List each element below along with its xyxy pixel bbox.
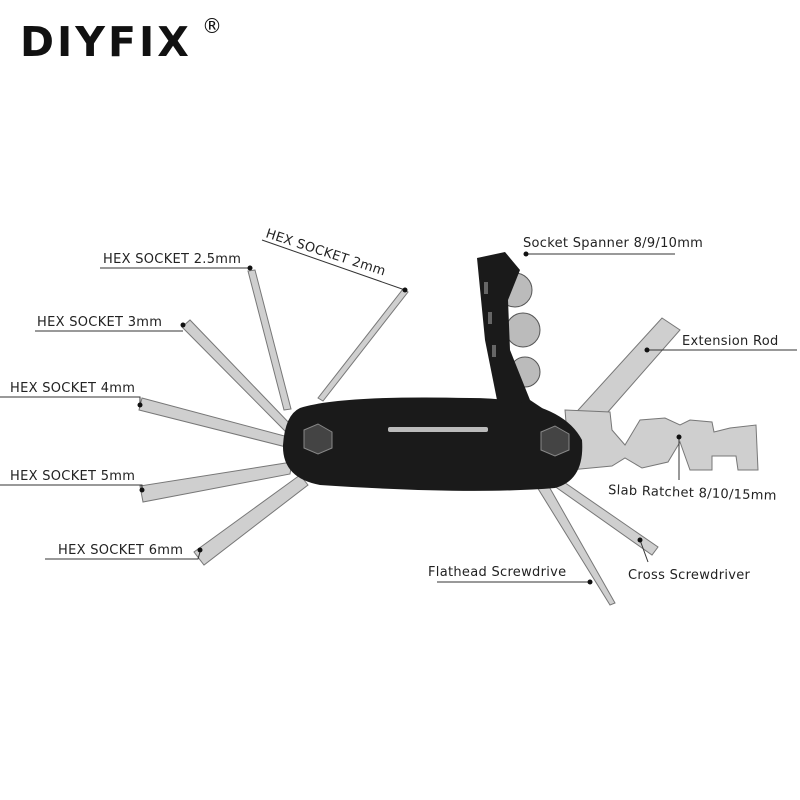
label-hex-socket-4mm: HEX SOCKET 4mm [10,381,135,396]
label-hex-socket-2mm: HEX SOCKET 2mm [264,227,388,280]
label-hex-socket-5mm: HEX SOCKET 5mm [10,469,135,484]
leader-lines [0,239,797,585]
label-extension-rod: Extension Rod [682,334,779,349]
hex-keys [138,269,409,566]
brand-logo: DIYFIX [20,18,192,66]
label-socket-spanner: Socket Spanner 8/9/10mm [523,236,703,251]
label-slab-ratchet: Slab Ratchet 8/10/15mm [608,483,777,504]
tool-body [282,397,583,491]
label-hex-socket-2-5mm: HEX SOCKET 2.5mm [103,252,241,267]
hex-key-2mm [317,288,409,402]
hex-key-6mm [193,474,309,566]
label-flathead-screwdriver: Flathead Screwdrive [428,565,566,580]
socket-spanner [477,252,560,440]
label-hex-socket-3mm: HEX SOCKET 3mm [37,315,162,330]
hex-key-5mm [139,461,293,503]
hex-key-2-5mm [247,269,292,411]
slab-ratchet [564,409,759,471]
registered-mark: ® [202,14,222,38]
label-cross-screwdriver: Cross Screwdriver [628,568,751,583]
label-hex-socket-6mm: HEX SOCKET 6mm [58,543,183,558]
